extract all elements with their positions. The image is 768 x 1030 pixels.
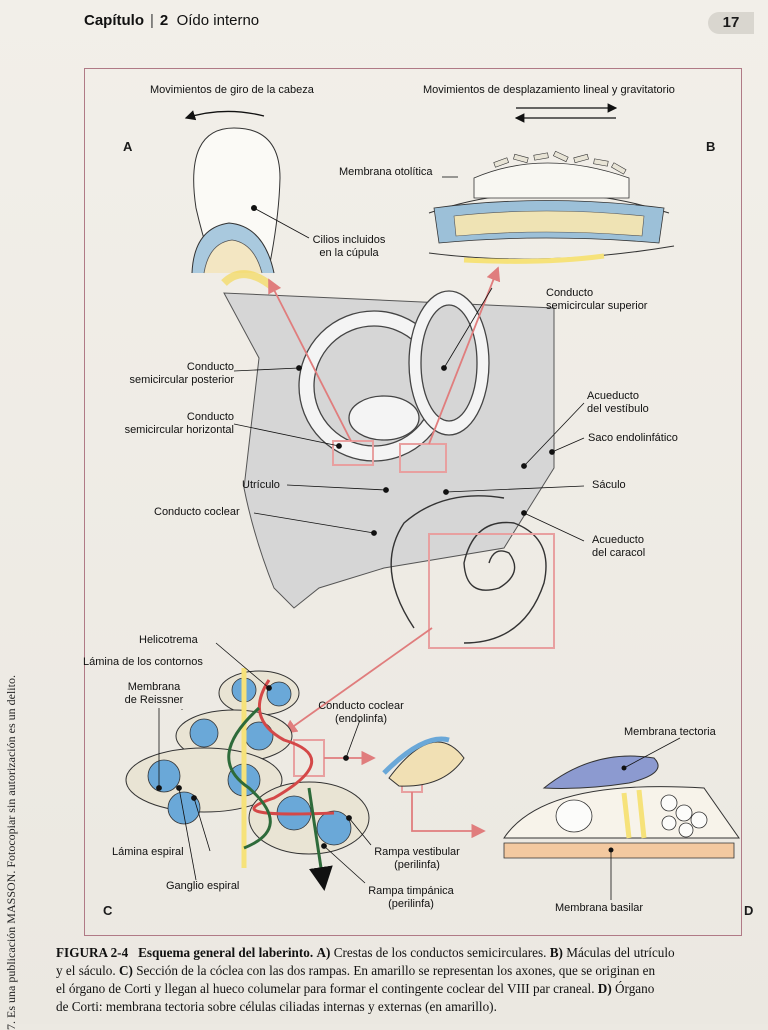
letter-a: A bbox=[123, 139, 133, 154]
running-header: Capítulo|2 Oído interno bbox=[84, 12, 260, 29]
macula-drawing bbox=[428, 150, 675, 264]
label-otolithic-membrane: Membrana otolítica bbox=[339, 166, 433, 178]
letter-c: C bbox=[103, 903, 113, 918]
label-head-rotation: Movimientos de giro de la cabeza bbox=[150, 84, 314, 96]
cochlear-section bbox=[125, 668, 370, 891]
label-saccule: Sáculo bbox=[592, 479, 626, 491]
label-endolymphatic-sac: Saco endolinfático bbox=[588, 432, 678, 444]
chapter-title: Oído interno bbox=[176, 12, 260, 29]
label-scala-vestibuli: Rampa vestibular(perilinfa) bbox=[374, 846, 460, 871]
label-spiral-ganglion: Ganglio espiral bbox=[166, 880, 240, 892]
letter-d: D bbox=[744, 903, 754, 918]
cochlea-spiral bbox=[390, 495, 547, 644]
label-contour-lamina: Lámina de los contornos bbox=[83, 656, 203, 668]
caption-title: Esquema general del laberinto. bbox=[138, 945, 314, 960]
caption-label: FIGURA 2-4 bbox=[56, 945, 129, 960]
cochlear-duct-detail bbox=[382, 736, 465, 787]
cupula-crest-drawing bbox=[191, 127, 310, 292]
connecting-arrows bbox=[268, 266, 501, 839]
chapter-number: 2 bbox=[159, 12, 169, 29]
leader-lines bbox=[156, 176, 585, 884]
label-tectorial-membrane: Membrana tectoria bbox=[624, 726, 716, 738]
label-cochlear-duct: Conducto coclear bbox=[154, 506, 240, 518]
semicircular-canals bbox=[298, 290, 490, 462]
label-basilar-membrane: Membrana basilar bbox=[555, 902, 644, 914]
label-cochlear-duct-endolymph: Conducto coclear(endolinfa) bbox=[318, 700, 404, 725]
rotation-arrow bbox=[184, 110, 265, 121]
figure-caption: FIGURA 2-4 Esquema general del laberinto… bbox=[56, 945, 675, 1014]
organ-of-corti bbox=[503, 737, 740, 900]
label-helicotrema: Helicotrema bbox=[139, 634, 198, 646]
figure-frame bbox=[84, 68, 742, 936]
labyrinth-illustration bbox=[125, 103, 740, 900]
chapter-label: Capítulo bbox=[84, 12, 144, 29]
letter-b: B bbox=[706, 139, 716, 154]
label-spiral-lamina: Lámina espiral bbox=[112, 846, 184, 858]
copyright-sidenote: 7. Es una publicación MASSON. Fotocopiar… bbox=[4, 675, 18, 1030]
label-linear-motion: Movimientos de desplazamiento lineal y g… bbox=[423, 84, 675, 96]
label-utricle: Utrículo bbox=[242, 479, 280, 491]
label-scala-tympani: Rampa timpánica(perilinfa) bbox=[368, 885, 454, 910]
page-number: 17 bbox=[708, 12, 754, 34]
